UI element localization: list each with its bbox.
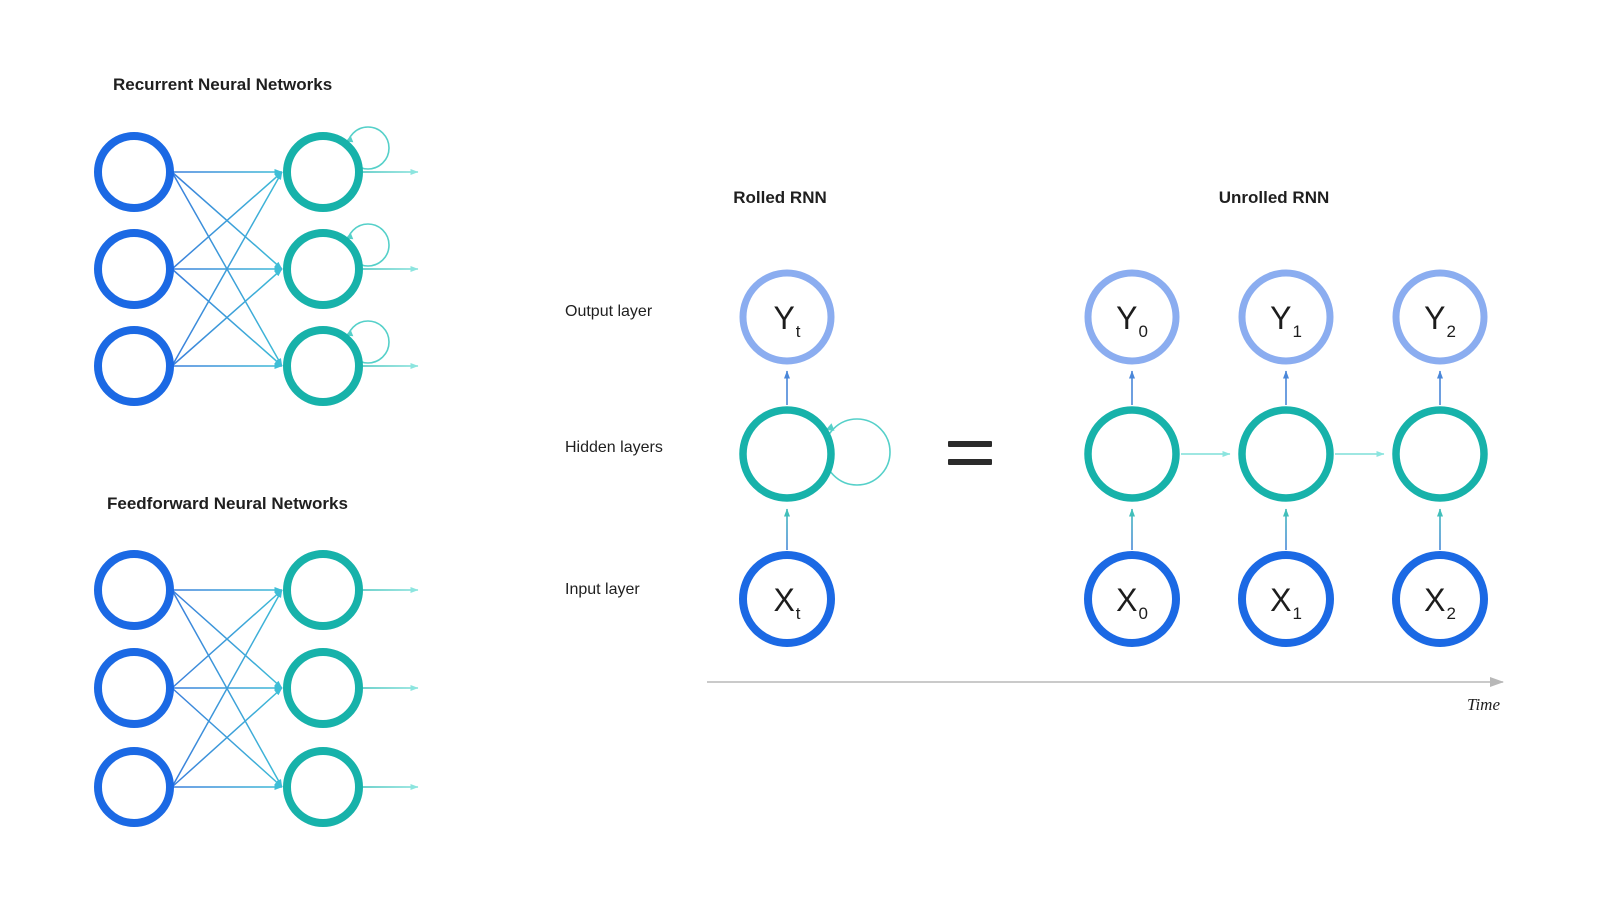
hidden-node — [283, 326, 363, 406]
hidden-node — [739, 406, 835, 502]
input-node — [94, 326, 174, 406]
node-letter: Y — [773, 300, 794, 336]
input-node-label: X0 — [1116, 582, 1148, 623]
hidden-node — [283, 747, 363, 827]
input-node-label: Xt — [773, 582, 800, 623]
node-letter: X — [1116, 582, 1137, 618]
input-node — [1392, 551, 1488, 647]
node-subscript: 2 — [1446, 322, 1455, 341]
hidden-node — [283, 229, 363, 309]
panel-title: Rolled RNN — [733, 188, 827, 207]
output-node-label: Y2 — [1424, 300, 1456, 341]
hidden-node — [1392, 406, 1488, 502]
input-node-label: X1 — [1270, 582, 1302, 623]
node-subscript: t — [796, 604, 801, 623]
rolled-rnn-panel: Rolled RNN Output layer Hidden layers In… — [565, 188, 891, 647]
node-subscript: 1 — [1292, 604, 1301, 623]
node-subscript: 0 — [1138, 322, 1147, 341]
input-node — [94, 747, 174, 827]
node-subscript: 0 — [1138, 604, 1147, 623]
node-letter: Y — [1270, 300, 1291, 336]
connection-line — [171, 268, 283, 367]
hidden-node — [1238, 406, 1334, 502]
hidden-node — [283, 550, 363, 630]
node-letter: X — [1270, 582, 1291, 618]
node-letter: X — [1424, 582, 1445, 618]
unrolled-rnn-panel: Unrolled RNN Y0 Y1 Y2 X0 X1 X2 — [1084, 188, 1488, 647]
time-axis: Time — [707, 677, 1504, 714]
output-node — [1238, 269, 1334, 365]
hidden-node — [1084, 406, 1180, 502]
input-node — [1084, 551, 1180, 647]
node-subscript: t — [796, 322, 801, 341]
input-node — [739, 551, 835, 647]
input-node — [94, 550, 174, 630]
connection-line — [171, 171, 283, 367]
node-subscript: 2 — [1446, 604, 1455, 623]
hidden-node — [283, 648, 363, 728]
hidden-layers-label: Hidden layers — [565, 439, 663, 456]
output-layer-label: Output layer — [565, 303, 653, 320]
input-node — [94, 132, 174, 212]
input-node-label: X2 — [1424, 582, 1456, 623]
input-node — [1238, 551, 1334, 647]
output-node — [1084, 269, 1180, 365]
output-node — [1392, 269, 1488, 365]
connection-line — [171, 171, 283, 270]
hidden-node — [283, 132, 363, 212]
connection-line — [171, 687, 283, 788]
output-node-label: Y0 — [1116, 300, 1148, 341]
equals-bar — [948, 459, 992, 465]
output-node-label: Y1 — [1270, 300, 1302, 341]
connection-line — [171, 589, 283, 788]
connection-line — [171, 589, 283, 689]
node-letter: Y — [1116, 300, 1137, 336]
equals-bar — [948, 441, 992, 447]
node-subscript: 1 — [1292, 322, 1301, 341]
output-node-label: Yt — [773, 300, 800, 341]
equals-sign — [948, 441, 992, 465]
panel-title: Recurrent Neural Networks — [113, 75, 332, 94]
recurrent-network-panel: Recurrent Neural Networks — [94, 75, 419, 406]
panel-title: Unrolled RNN — [1219, 188, 1330, 207]
output-node — [739, 269, 835, 365]
node-letter: Y — [1424, 300, 1445, 336]
input-layer-label: Input layer — [565, 581, 640, 598]
feedforward-network-panel: Feedforward Neural Networks — [94, 494, 419, 827]
panel-title: Feedforward Neural Networks — [107, 494, 348, 513]
time-axis-label: Time — [1467, 695, 1501, 714]
self-loop-arrowhead-icon — [825, 423, 835, 431]
input-node — [94, 229, 174, 309]
node-letter: X — [773, 582, 794, 618]
input-node — [94, 648, 174, 728]
